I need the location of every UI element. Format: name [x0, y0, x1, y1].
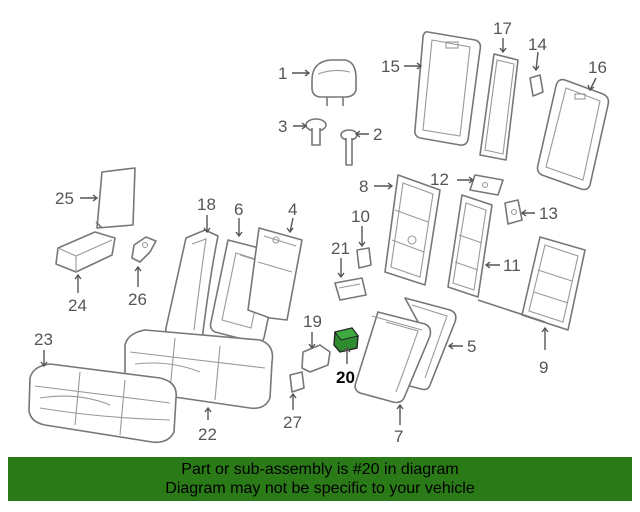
label-18: 18 [197, 195, 216, 214]
label-20: 20 [336, 368, 355, 387]
part-20-highlighted[interactable] [333, 327, 359, 353]
label-5: 5 [467, 337, 476, 356]
label-4: 4 [288, 200, 297, 219]
label-3: 3 [278, 117, 287, 136]
label-13: 13 [539, 204, 558, 223]
part-14-clip [529, 74, 544, 97]
part-9-frame [477, 236, 586, 331]
part-25-trim [95, 167, 136, 229]
label-2: 2 [373, 125, 382, 144]
part-10-clip [356, 247, 372, 269]
label-26: 26 [128, 290, 147, 309]
label-25: 25 [55, 189, 74, 208]
part-4-trim [247, 227, 303, 321]
banner-line-1: Part or sub-assembly is #20 in diagram [181, 461, 459, 478]
part-1-headrest [311, 59, 357, 106]
part-7-cushion [354, 311, 432, 404]
label-24: 24 [68, 296, 87, 315]
leader-lines [40, 38, 597, 425]
part-3-guide [305, 118, 327, 146]
label-8: 8 [359, 177, 368, 196]
label-21: 21 [331, 239, 350, 258]
label-16: 16 [588, 58, 607, 77]
part-16-panel [536, 78, 610, 191]
label-10: 10 [351, 207, 370, 226]
label-11: 11 [503, 256, 521, 275]
parts-diagram: 1 2 3 4 5 6 7 8 9 10 11 12 13 14 15 16 1… [28, 19, 610, 446]
part-labels: 1 2 3 4 5 6 7 8 9 10 11 12 13 14 15 16 1… [34, 19, 607, 446]
part-12-bracket [469, 174, 504, 196]
label-1: 1 [278, 64, 287, 83]
label-23: 23 [34, 330, 53, 349]
label-22: 22 [198, 425, 217, 444]
part-27-clip [289, 371, 305, 393]
info-banner: Part or sub-assembly is #20 in diagram D… [8, 457, 632, 501]
part-26-bracket [131, 236, 157, 263]
label-12: 12 [430, 170, 449, 189]
label-17: 17 [493, 19, 512, 38]
part-21-cover [334, 277, 367, 301]
label-6: 6 [234, 200, 243, 219]
part-17-pad [479, 53, 519, 161]
part-19-trim [301, 344, 331, 373]
part-8-frame [384, 174, 441, 286]
part-13-hinge [504, 199, 523, 225]
part-2-guide [340, 129, 358, 166]
part-15-panel [414, 31, 482, 146]
label-15: 15 [381, 57, 400, 76]
part-11-frame [447, 194, 493, 298]
part-24-armrest [55, 231, 116, 273]
banner-line-2: Diagram may not be specific to your vehi… [165, 480, 475, 497]
label-19: 19 [303, 312, 322, 331]
label-9: 9 [539, 358, 548, 377]
label-27: 27 [283, 413, 302, 432]
label-14: 14 [528, 35, 547, 54]
label-7: 7 [394, 427, 403, 446]
